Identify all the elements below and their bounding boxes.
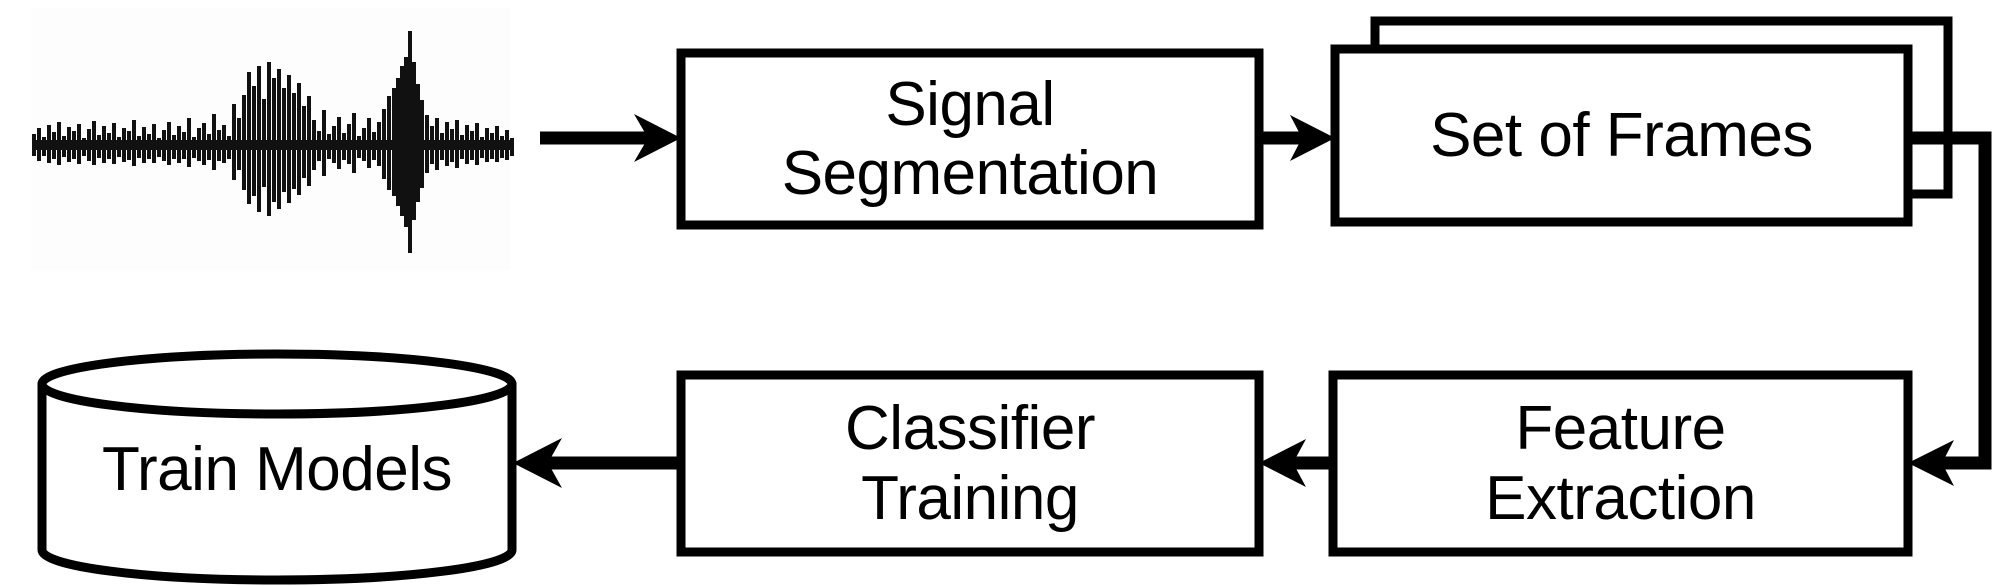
edge-waveform-to-segmentation — [540, 114, 681, 162]
input-waveform-node — [30, 8, 514, 270]
set-of-frames-box[interactable] — [1330, 44, 1913, 227]
feature-extraction-box[interactable] — [1328, 370, 1913, 557]
signal-segmentation-box[interactable] — [676, 48, 1264, 230]
edge-classifier-to-train-models — [513, 438, 681, 488]
waveform-icon — [32, 31, 514, 253]
edge-feature-extraction-to-classifier — [1259, 439, 1333, 487]
classifier-training-box[interactable] — [676, 370, 1264, 557]
edge-frames-to-feature-extraction — [1908, 131, 1992, 486]
edge-segmentation-to-frames — [1259, 115, 1335, 161]
train-models-cylinder[interactable] — [37, 349, 517, 585]
